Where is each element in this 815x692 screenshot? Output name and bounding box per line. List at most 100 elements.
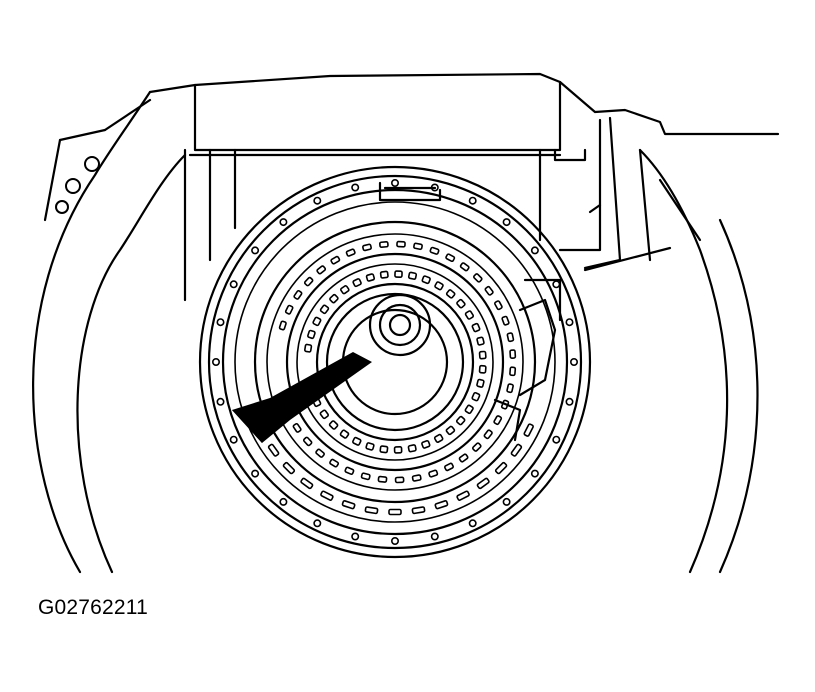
gear-tooth: [329, 458, 340, 468]
gear-tooth: [428, 469, 439, 478]
gear-tooth: [319, 304, 330, 315]
pointer-arrow: [232, 352, 372, 443]
gear-tooth: [494, 461, 508, 475]
right-side-tab: [493, 278, 562, 442]
gear-tooth: [483, 429, 493, 440]
drum-bolt-holes: [212, 179, 578, 545]
gear-tooth: [278, 320, 287, 331]
gear-tooth: [364, 506, 379, 515]
gear-tooth: [484, 285, 494, 296]
gear-tooth: [360, 472, 371, 481]
left-bracket-holes: [55, 156, 100, 214]
bolt-hole: [468, 196, 477, 205]
gear-tooth: [464, 404, 474, 415]
bolt-hole: [530, 246, 539, 255]
figure-id-label: G02762211: [38, 596, 149, 619]
gear-tooth: [523, 423, 534, 437]
gear-tooth: [282, 461, 296, 475]
bolt-hole: [565, 397, 574, 406]
gear-tooth: [456, 298, 466, 309]
gear-tooth: [345, 248, 356, 257]
gear-tooth: [394, 476, 405, 484]
gear-tooth: [312, 316, 322, 327]
bolt-hole: [251, 469, 260, 478]
bolt-hole: [313, 519, 322, 528]
gear-tooth: [379, 270, 389, 279]
gear-tooth: [506, 332, 515, 343]
center-hub: [368, 293, 432, 357]
bolt-hole: [212, 357, 221, 366]
gear-tooth: [329, 293, 339, 304]
gear-tooth: [379, 240, 389, 249]
housing-outline: [32, 72, 780, 574]
snap-ring-notch: [378, 181, 442, 202]
gear-tooth: [377, 475, 388, 483]
gear-tooth: [340, 285, 350, 295]
gear-tooth: [302, 436, 313, 447]
gear-tooth: [330, 255, 341, 265]
gear-tooth: [344, 466, 355, 475]
gear-tooth: [444, 462, 454, 472]
gear-tooth: [456, 490, 470, 501]
bolt-hole: [390, 536, 399, 545]
gear-tooth: [407, 444, 417, 453]
gear-tooth: [396, 240, 406, 248]
gear-tooth: [510, 443, 523, 457]
bolt-hole: [216, 318, 225, 327]
gear-tooth: [429, 246, 440, 255]
bolt-hole: [390, 179, 399, 188]
gear-tooth: [388, 508, 402, 516]
gear-tooth: [478, 364, 487, 374]
gear-tooth: [458, 453, 469, 463]
gear-tooth: [445, 289, 456, 299]
bolt-hole: [569, 357, 578, 366]
bolt-hole: [552, 280, 561, 289]
gear-tooth: [459, 262, 470, 272]
bolt-hole: [552, 435, 561, 444]
gear-tooth: [476, 477, 490, 490]
bolt-hole: [502, 218, 511, 227]
gear-tooth: [292, 422, 302, 433]
bolt-hole: [351, 532, 360, 541]
bolt-hole: [229, 435, 238, 444]
bolt-hole: [430, 532, 439, 541]
gear-tooth: [506, 383, 514, 394]
bolt-hole: [279, 497, 288, 506]
bolt-hole: [229, 280, 238, 289]
gear-tooth: [434, 281, 444, 291]
bolt-hole: [251, 246, 260, 255]
gear-tooth: [365, 442, 375, 451]
gear-tooth: [362, 243, 372, 252]
gear-tooth: [293, 289, 303, 300]
gear-tooth: [421, 439, 431, 449]
gear-tooth: [494, 300, 503, 311]
bolt-hole: [468, 519, 477, 528]
gear-tooth: [352, 436, 362, 446]
gear-tooth: [445, 253, 456, 263]
gear-tooth: [307, 329, 316, 340]
bolt-hole: [313, 196, 322, 205]
bolt-hole: [279, 218, 288, 227]
gear-tooth: [379, 445, 389, 454]
gear-tooth: [473, 273, 483, 283]
gear-tooth: [411, 506, 426, 515]
gear-tooth: [509, 349, 517, 359]
gear-tooth: [393, 446, 403, 454]
gear-tooth: [421, 275, 431, 285]
bolt-hole: [565, 318, 574, 327]
bolt-hole: [502, 497, 511, 506]
transmission-illustration: [32, 72, 780, 574]
gear-tooth: [411, 474, 422, 482]
gear-tooth: [315, 448, 325, 458]
gear-tooth: [407, 271, 418, 280]
gear-tooth: [493, 415, 503, 426]
bolt-hole: [216, 397, 225, 406]
gear-tooth: [464, 310, 475, 320]
gear-tooth: [413, 242, 423, 251]
gear-tooth: [365, 273, 376, 282]
gear-tooth: [509, 366, 517, 377]
gear-tooth: [267, 443, 280, 457]
gear-tooth: [319, 409, 329, 420]
gear-tooth: [394, 270, 403, 278]
gear-tooth: [341, 500, 356, 510]
